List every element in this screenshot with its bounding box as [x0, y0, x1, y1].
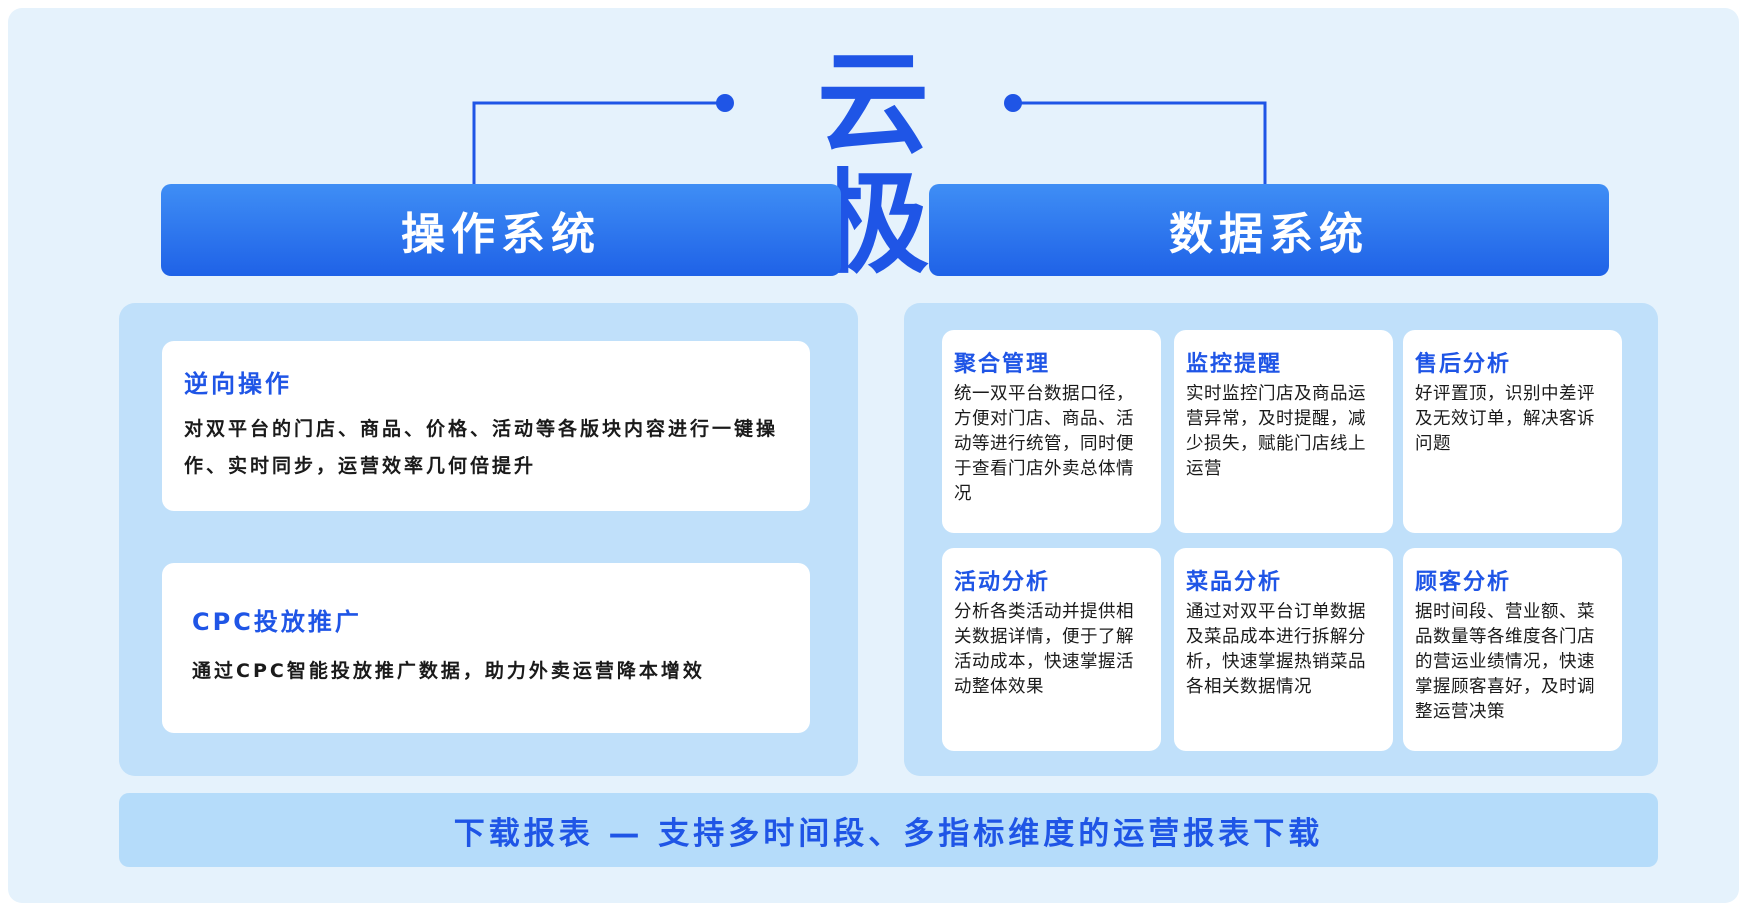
card-description: 对双平台的门店、商品、价格、活动等各版块内容进行一键操作、实时同步，运营效率几何…: [184, 418, 779, 477]
cpc-promotion-card: CPC投放推广 通过CPC智能投放推广数据，助力外卖运营降本增效: [162, 563, 810, 733]
card-title: 逆向操作: [184, 370, 292, 398]
operation-system-panel: 逆向操作 对双平台的门店、商品、价格、活动等各版块内容进行一键操作、实时同步，运…: [119, 303, 858, 776]
monitoring-alert-card: 监控提醒 实时监控门店及商品运营异常，及时提醒，减少损失，赋能门店线上运营: [1174, 330, 1393, 533]
card-title: 菜品分析: [1186, 570, 1283, 595]
activity-analysis-card: 活动分析 分析各类活动并提供相关数据详情，便于了解活动成本，快速掌握活动整体效果: [942, 548, 1161, 751]
reverse-operation-card: 逆向操作 对双平台的门店、商品、价格、活动等各版块内容进行一键操作、实时同步，运…: [162, 341, 810, 511]
card-description: 通过对双平台订单数据及菜品成本进行拆解分析，快速掌握热销菜品各相关数据情况: [1186, 602, 1366, 697]
data-system-header: 数据系统: [929, 184, 1609, 276]
operation-system-header: 操作系统: [161, 184, 841, 276]
card-description: 据时间段、营业额、菜品数量等各维度各门店的营运业绩情况，快速掌握顾客喜好，及时调…: [1415, 602, 1595, 722]
card-title: 监控提醒: [1186, 352, 1283, 377]
dish-analysis-card: 菜品分析 通过对双平台订单数据及菜品成本进行拆解分析，快速掌握热销菜品各相关数据…: [1174, 548, 1393, 751]
customer-analysis-card: 顾客分析 据时间段、营业额、菜品数量等各维度各门店的营运业绩情况，快速掌握顾客喜…: [1403, 548, 1622, 751]
card-title: 顾客分析: [1415, 570, 1512, 595]
card-description: 统一双平台数据口径，方便对门店、商品、活动等进行统管，同时便于查看门店外卖总体情…: [954, 384, 1134, 504]
card-title: CPC投放推广: [192, 608, 362, 636]
card-description: 分析各类活动并提供相关数据详情，便于了解活动成本，快速掌握活动整体效果: [954, 602, 1134, 697]
aggregate-management-card: 聚合管理 统一双平台数据口径，方便对门店、商品、活动等进行统管，同时便于查看门店…: [942, 330, 1161, 533]
card-description: 好评置顶，识别中差评及无效订单，解决客诉问题: [1415, 384, 1595, 454]
brand-title: 云极: [817, 39, 933, 289]
card-title: 活动分析: [954, 570, 1051, 595]
card-title: 售后分析: [1415, 352, 1512, 377]
after-sales-analysis-card: 售后分析 好评置顶，识别中差评及无效订单，解决客诉问题: [1403, 330, 1622, 533]
download-report-bar: 下载报表 — 支持多时间段、多指标维度的运营报表下载: [119, 793, 1658, 867]
data-system-panel: 聚合管理 统一双平台数据口径，方便对门店、商品、活动等进行统管，同时便于查看门店…: [904, 303, 1658, 776]
card-description: 实时监控门店及商品运营异常，及时提醒，减少损失，赋能门店线上运营: [1186, 384, 1366, 479]
card-title: 聚合管理: [954, 352, 1051, 377]
card-description: 通过CPC智能投放推广数据，助力外卖运营降本增效: [192, 660, 705, 682]
